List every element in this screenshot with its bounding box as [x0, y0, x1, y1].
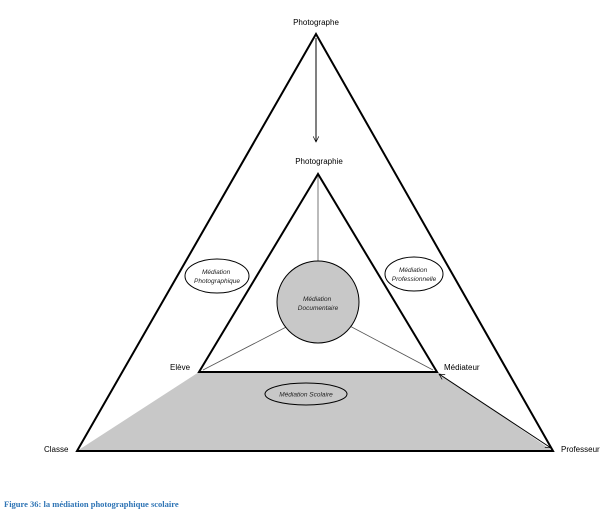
connector-mediateur-documentaire — [345, 323, 434, 371]
photographique-oval — [184, 258, 250, 294]
documentaire-circle — [276, 260, 360, 344]
documentaire-label: Médiation Documentaire — [298, 296, 339, 312]
professionnelle-label: Médiation Professionnelle — [392, 267, 437, 283]
node-eleve: Elève — [170, 363, 191, 372]
scolaire-label: Médiation Scolaire — [279, 392, 333, 399]
scolaire-oval — [264, 382, 348, 406]
figure-caption: Figure 36: la médiation photographique s… — [4, 499, 179, 509]
documentaire-label-line1: Médiation — [303, 296, 332, 303]
professionnelle-label-line2: Professionnelle — [392, 276, 437, 283]
documentaire-label-line2: Documentaire — [298, 305, 339, 312]
photographique-label-line1: Médiation — [202, 269, 231, 276]
node-mediateur: Médiateur — [444, 363, 480, 372]
node-classe: Classe — [44, 445, 69, 454]
professionnelle-oval — [384, 256, 444, 292]
photographique-label-line2: Photographique — [194, 278, 240, 285]
node-photographe: Photographe — [293, 18, 339, 27]
outer-triangle — [75, 31, 555, 452]
arrow-mediateur-professeur — [439, 374, 551, 448]
inner-triangle — [197, 172, 439, 373]
photographique-label: Médiation Photographique — [194, 269, 240, 285]
node-photographie: Photographie — [295, 157, 343, 166]
professionnelle-label-line1: Médiation — [399, 267, 428, 274]
scolaire-trapezoid — [77, 372, 553, 451]
node-professeur: Professeur — [561, 445, 600, 454]
connector-eleve-documentaire — [202, 323, 293, 371]
